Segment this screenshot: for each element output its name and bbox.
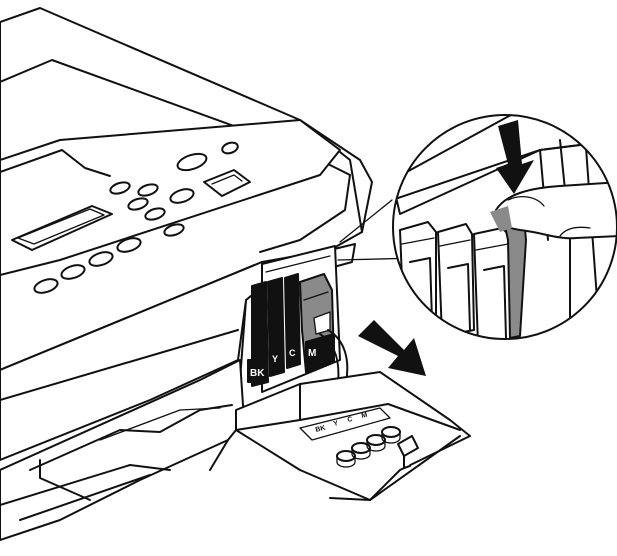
panel-buttons [33,141,251,296]
ink-cartridges: BK Y C M [247,273,349,387]
cover-label-black: BK [315,425,327,434]
panel-button-8[interactable] [137,182,159,198]
cover-label-cyan: C [347,416,354,424]
cartridge-magenta[interactable]: M [299,273,335,373]
panel-button-10[interactable] [169,187,196,206]
panel-button-2[interactable] [60,263,87,282]
cover-label-magenta: M [361,412,369,420]
cartridge-label-cyan: C [289,348,296,358]
press-down-arrow [496,120,534,194]
pull-direction-arrow [358,320,426,376]
cartridge-label-magenta: M [308,348,316,359]
cartridge-label-yellow: Y [272,354,278,364]
panel-button-4[interactable] [116,236,143,255]
panel-button-5[interactable] [109,180,131,196]
cartridge-cyan[interactable]: C [284,273,301,369]
cover-label-yellow: Y [333,420,340,428]
cartridge-black[interactable]: BK [247,281,269,387]
panel-button-1[interactable] [33,277,60,296]
panel-button-3[interactable] [88,250,115,269]
panel-button-9[interactable] [163,222,185,238]
cartridge-yellow[interactable]: Y [267,277,285,377]
start-button[interactable] [203,169,251,197]
cover-knob-4 [381,426,401,438]
panel-button-7[interactable] [144,206,166,222]
zoom-detail-circle [392,114,617,340]
lcd-display [11,205,113,251]
panel-button-12[interactable] [221,141,239,155]
panel-button-6[interactable] [127,196,149,212]
control-panel [0,119,341,296]
ink-cover-open[interactable]: BK Y C M [235,371,471,501]
panel-button-11[interactable] [176,151,209,174]
cartridge-label-black: BK [250,368,265,379]
